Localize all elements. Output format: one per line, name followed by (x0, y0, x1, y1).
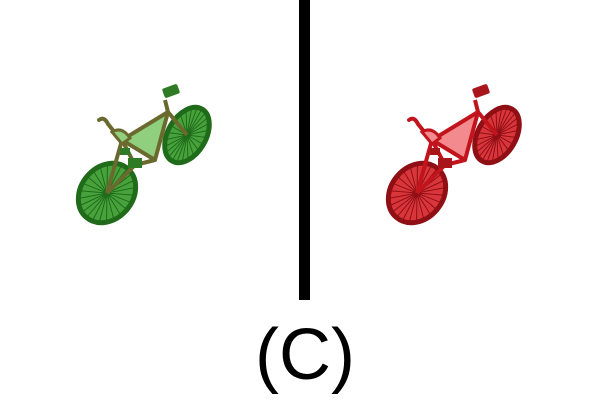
right-panel (310, 0, 610, 300)
stem (163, 99, 170, 113)
crank (438, 158, 452, 168)
seat (109, 128, 133, 147)
frame-triangle (120, 110, 170, 162)
seat-post (97, 116, 118, 136)
crank (128, 158, 142, 168)
pedal (120, 148, 130, 155)
fork (476, 110, 499, 137)
handlebar (472, 84, 490, 98)
fork (166, 110, 189, 137)
seat (419, 128, 443, 147)
bicycle-drawing (385, 84, 522, 226)
seat-post (407, 116, 428, 136)
bicycle-icon (385, 84, 522, 226)
bicycle-drawing (75, 84, 212, 226)
caption-label: (C) (255, 315, 355, 395)
handlebar (162, 84, 180, 98)
stem (473, 99, 480, 113)
bicycle-icon (75, 84, 212, 226)
divider-line (299, 0, 310, 300)
left-panel (0, 0, 300, 300)
pedal (430, 148, 440, 155)
frame-triangle (430, 110, 480, 162)
